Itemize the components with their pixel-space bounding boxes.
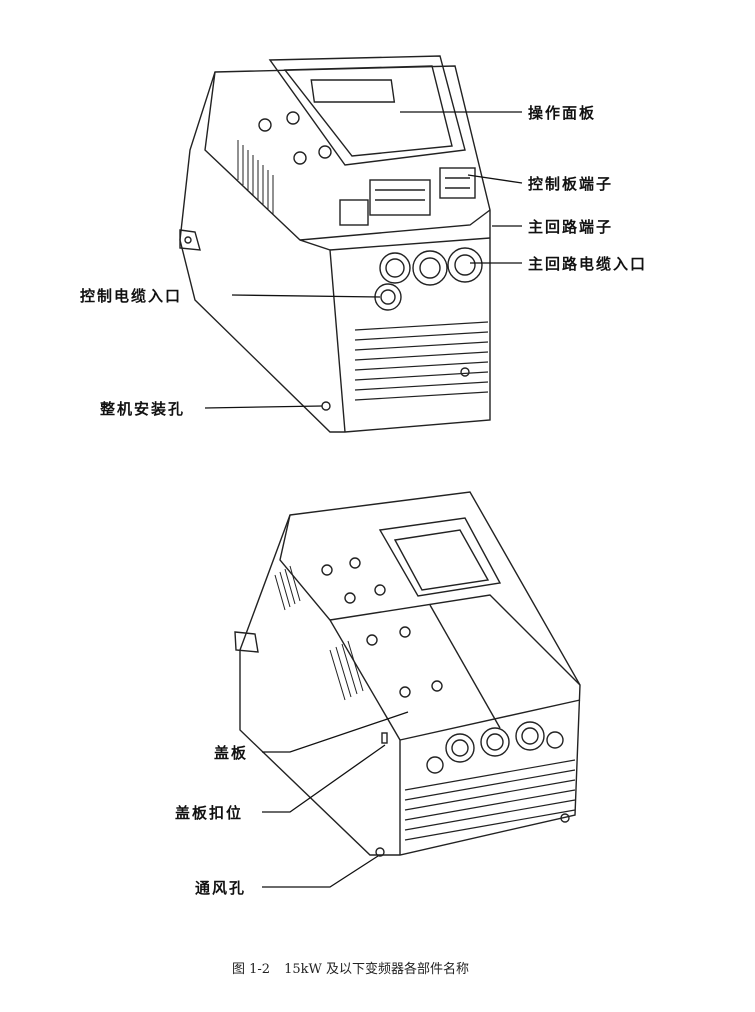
cable-inlet xyxy=(379,252,411,284)
label-cover-plate: 盖板 xyxy=(214,744,249,762)
label-main-circuit-cable-inlet: 主回路电缆入口 xyxy=(528,255,648,273)
caption-text: 15kW 及以下变频器各部件名称 xyxy=(284,962,469,977)
front-vents xyxy=(354,321,489,401)
control-terminal-block xyxy=(369,179,431,216)
leader-lines xyxy=(204,111,523,888)
caption-number: 图 1-2 xyxy=(232,962,271,977)
label-main-circuit-terminal: 主回路端子 xyxy=(528,218,614,236)
side-vents xyxy=(237,140,274,215)
inverter-bottom-closed xyxy=(234,491,581,857)
mounting-hole-shape xyxy=(321,401,331,411)
figure-caption: 图 1-2 15kW 及以下变频器各部件名称 xyxy=(232,958,483,977)
label-operation-panel: 操作面板 xyxy=(528,104,597,122)
label-cover-latch: 盖板扣位 xyxy=(175,804,244,822)
operation-panel-shape xyxy=(268,55,466,166)
inverter-top-open xyxy=(179,55,491,433)
label-control-board-terminal: 控制板端子 xyxy=(528,175,614,193)
label-control-cable-inlet: 控制电缆入口 xyxy=(80,287,183,305)
label-mounting-hole: 整机安装孔 xyxy=(100,400,186,418)
label-vent-holes: 通风孔 xyxy=(195,879,247,897)
